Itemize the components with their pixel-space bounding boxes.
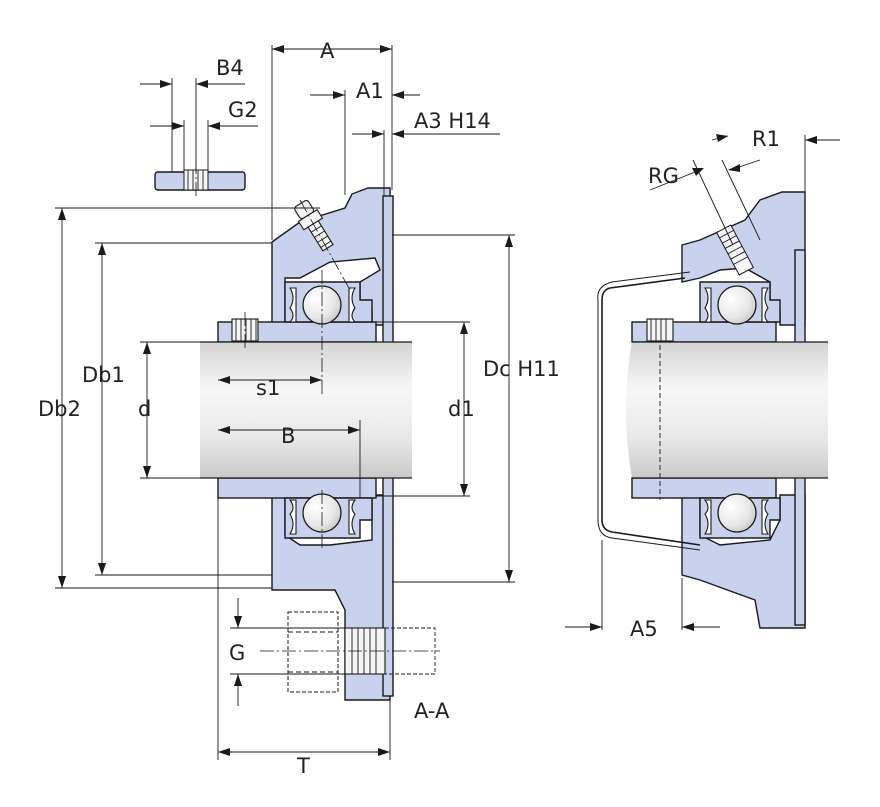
- label-B4: B4: [216, 56, 244, 80]
- label-RG: RG: [648, 164, 679, 188]
- label-d1: d1: [448, 397, 475, 421]
- seal-upper-left: [288, 287, 297, 323]
- label-A: A: [320, 39, 335, 63]
- right-ball-upper: [717, 285, 757, 325]
- label-B: B: [281, 424, 295, 448]
- label-A3: A3 H14: [414, 109, 491, 133]
- label-R1: R1: [752, 127, 780, 151]
- label-d: d: [138, 397, 151, 421]
- label-s1: s1: [256, 376, 280, 400]
- seal-lower-right: [348, 499, 357, 535]
- left-section-view: [55, 45, 515, 760]
- label-A5: A5: [630, 617, 658, 641]
- seal-upper-right: [348, 287, 357, 323]
- label-G2: G2: [228, 98, 258, 122]
- inner-ring-lower: [217, 477, 377, 499]
- seal-lower-left: [288, 499, 297, 535]
- shaft: [200, 342, 412, 478]
- bolt: [260, 611, 440, 693]
- dimension-labels: A A1 A3 H14 B4 G2 Db2 Db1 d s1 B d1 Dc H…: [38, 39, 780, 778]
- label-A1: A1: [356, 79, 384, 103]
- end-cap: [601, 277, 701, 546]
- label-T: T: [296, 754, 310, 778]
- grease-nipple: [294, 199, 334, 252]
- right-inner-ring-lower: [631, 477, 777, 499]
- label-Dc: Dc H11: [483, 357, 560, 381]
- label-G: G: [229, 641, 245, 665]
- label-Db2: Db2: [38, 397, 81, 421]
- label-section: A-A: [414, 699, 450, 723]
- label-Db1: Db1: [82, 363, 125, 387]
- right-ball-lower: [717, 493, 757, 533]
- right-shaft: [626, 342, 828, 478]
- right-grub-screw: [646, 318, 674, 342]
- right-view: [565, 134, 840, 631]
